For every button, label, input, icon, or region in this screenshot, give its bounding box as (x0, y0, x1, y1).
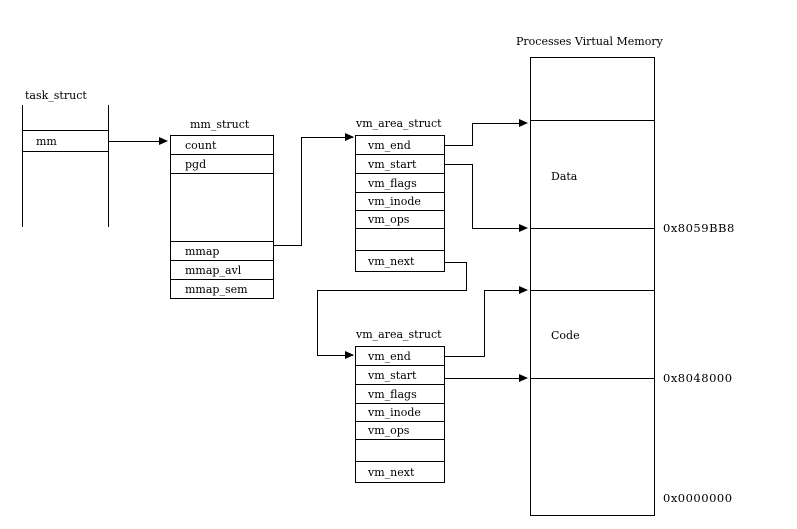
memory-column-box (530, 57, 655, 516)
mm-struct-field-blank (171, 174, 273, 242)
connector-vma2-end-seg3 (484, 290, 521, 291)
mm-struct-caption: mm_struct (190, 118, 250, 131)
vma1-field-vm-flags: vm_flags (356, 174, 444, 193)
memory-address-code-bottom: 0x8048000 (663, 371, 733, 385)
vma1-field-blank (356, 229, 444, 251)
vma2-field-vm-flags: vm_flags (356, 385, 444, 404)
arrowhead-vmnext-to-vma2 (345, 350, 354, 359)
connector-vmnext-seg2 (466, 262, 467, 291)
connector-vma1-start-seg3 (472, 228, 521, 229)
memory-column-title: Processes Virtual Memory (516, 35, 663, 48)
mm-struct-field-count: count (171, 136, 273, 155)
memory-divider-code-bottom (530, 378, 655, 379)
mm-struct-field-mmap-sem: mmap_sem (185, 282, 248, 296)
mm-struct-box: count pgd mmap mmap_avl mmap_sem (170, 135, 274, 299)
vma2-field-vm-inode: vm_inode (356, 404, 444, 422)
memory-divider-data-bottom (530, 228, 655, 229)
arrowhead-mmap-to-vma1 (345, 132, 354, 141)
connector-mmap-seg1 (274, 245, 302, 246)
connector-vmnext-seg1 (445, 262, 467, 263)
task-struct-right-rail (108, 105, 109, 227)
task-struct-caption: task_struct (25, 89, 87, 102)
connector-vmnext-seg5 (317, 355, 353, 356)
arrowhead-vma2-start-to-memory (519, 373, 528, 382)
vma2-field-vm-end: vm_end (356, 347, 444, 366)
vm-area-struct-2-caption: vm_area_struct (356, 328, 442, 341)
arrowhead-vma2-end-to-memory (519, 285, 528, 294)
task-struct-field-mm: mm (22, 130, 109, 152)
vma2-field-vm-next: vm_next (368, 465, 415, 479)
connector-mmap-seg2 (301, 137, 302, 246)
memory-divider-top (530, 120, 655, 121)
connector-vma2-end-seg2 (484, 290, 485, 357)
connector-vma1-start-seg1 (445, 164, 473, 165)
vma2-field-vm-start: vm_start (356, 366, 444, 385)
connector-mmap-seg3 (301, 137, 353, 138)
memory-address-data-bottom: 0x8059BB8 (663, 221, 735, 235)
memory-segment-label-data: Data (551, 170, 578, 183)
connector-vma1-end-seg3 (472, 123, 521, 124)
memory-address-base: 0x0000000 (663, 491, 733, 505)
vma2-field-vm-ops: vm_ops (356, 422, 444, 440)
connector-vmnext-seg3 (317, 290, 467, 291)
connector-vma2-start (445, 378, 521, 379)
connector-vma1-start-seg2 (472, 164, 473, 228)
vma1-field-vm-start: vm_start (356, 155, 444, 174)
connector-vmnext-seg4 (317, 290, 318, 356)
memory-divider-code-top (530, 290, 655, 291)
connector-vma2-end-seg1 (445, 356, 485, 357)
task-struct-left-rail (22, 105, 23, 227)
vma1-field-vm-next: vm_next (368, 254, 415, 268)
vma1-field-vm-inode: vm_inode (356, 193, 444, 211)
memory-segment-label-code: Code (551, 329, 580, 342)
arrowhead-task-to-mm-struct (159, 136, 168, 145)
mm-struct-field-mmap-avl: mmap_avl (171, 261, 273, 280)
vm-area-struct-1-box: vm_end vm_start vm_flags vm_inode vm_ops… (355, 135, 445, 272)
mm-struct-field-mmap: mmap (171, 242, 273, 261)
vma1-field-vm-end: vm_end (356, 136, 444, 155)
vm-area-struct-1-caption: vm_area_struct (356, 117, 442, 130)
vma2-field-blank (356, 440, 444, 462)
connector-task-to-mm-struct (109, 141, 162, 142)
connector-vma1-end-seg2 (472, 123, 473, 146)
vma1-field-vm-ops: vm_ops (356, 211, 444, 229)
vm-area-struct-2-box: vm_end vm_start vm_flags vm_inode vm_ops… (355, 346, 445, 483)
arrowhead-vma1-start-to-memory (519, 223, 528, 232)
mm-struct-field-pgd: pgd (171, 155, 273, 174)
connector-vma1-end-seg1 (445, 145, 473, 146)
arrowhead-vma1-end-to-memory (519, 118, 528, 127)
